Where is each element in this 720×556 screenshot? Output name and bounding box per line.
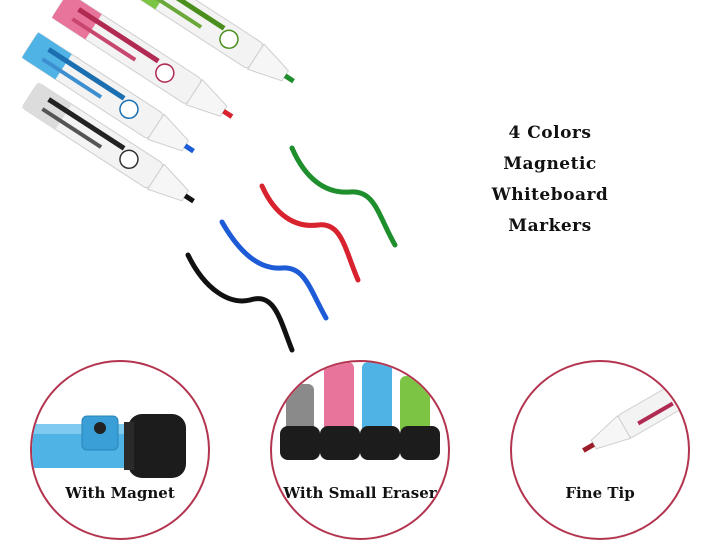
black-marker bbox=[21, 82, 195, 204]
black-ink-stroke bbox=[185, 252, 295, 353]
feature-small-eraser: With Small Eraser bbox=[270, 360, 450, 540]
eraser-closeup bbox=[280, 362, 440, 460]
markers-illustration bbox=[21, 0, 398, 353]
green-marker bbox=[121, 0, 295, 84]
product-headline: 4 Colors Magnetic Whiteboard Markers bbox=[440, 118, 660, 242]
blue-marker bbox=[21, 32, 195, 154]
red-marker bbox=[51, 0, 234, 119]
feature-label-eraser: With Small Eraser bbox=[283, 484, 437, 502]
magnet-closeup bbox=[32, 414, 186, 478]
blue-ink-stroke bbox=[219, 219, 329, 321]
headline-line-1: 4 Colors bbox=[508, 123, 592, 143]
feature-fine-tip: Fine Tip bbox=[510, 360, 690, 540]
green-ink-stroke bbox=[289, 145, 398, 248]
feature-label-fine-tip: Fine Tip bbox=[565, 484, 635, 502]
feature-magnet: With Magnet bbox=[30, 360, 210, 540]
red-ink-stroke bbox=[259, 183, 361, 283]
headline-line-4: Markers bbox=[508, 216, 592, 236]
fine-tip-closeup bbox=[582, 371, 688, 453]
headline-line-3: Whiteboard bbox=[491, 185, 609, 205]
headline-line-2: Magnetic bbox=[503, 154, 597, 174]
feature-label-magnet: With Magnet bbox=[65, 484, 175, 502]
